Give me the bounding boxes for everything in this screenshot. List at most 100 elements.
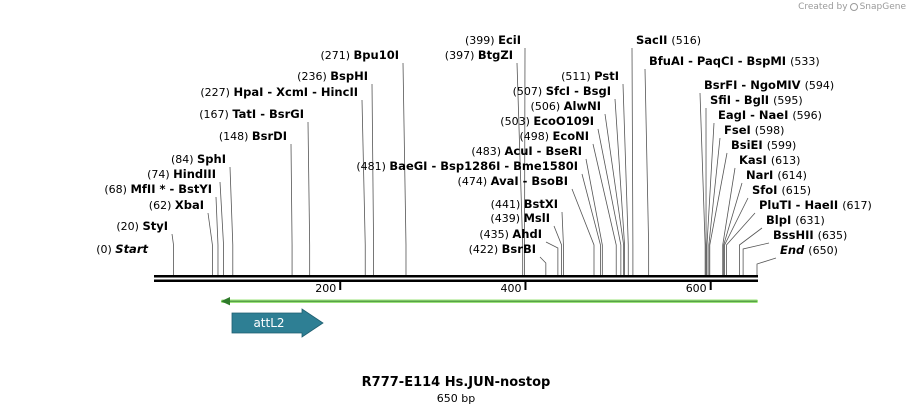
site-label[interactable]: (84) SphI xyxy=(171,152,226,166)
site-name: EciI xyxy=(498,33,521,47)
site-position: (439) xyxy=(490,212,523,225)
site-name: BfuAI - PaqCI - BspMI xyxy=(649,54,790,68)
site-connector xyxy=(307,121,311,275)
site-position: (483) xyxy=(471,145,504,158)
ruler-tick xyxy=(709,282,712,290)
site-connector xyxy=(739,227,763,275)
site-name: BlpI xyxy=(766,213,795,227)
site-label[interactable]: (503) EcoO109I xyxy=(500,114,594,128)
feature-arrow-icon[interactable] xyxy=(231,308,324,338)
site-label[interactable]: (68) MfII * - BstYI xyxy=(104,182,212,196)
site-name: FseI xyxy=(724,123,755,137)
site-position: (614) xyxy=(777,169,807,182)
site-label[interactable]: (506) AlwNI xyxy=(531,99,601,113)
map-subtitle: 650 bp xyxy=(436,392,476,405)
ruler-tick xyxy=(339,282,342,290)
site-label[interactable]: (236) BspHI xyxy=(297,69,368,83)
site-connector xyxy=(706,122,715,275)
site-name: End xyxy=(780,243,808,257)
site-label[interactable]: SfoI (615) xyxy=(752,183,811,197)
site-position: (481) xyxy=(356,160,389,173)
site-name: SfiI - BglI xyxy=(710,93,773,107)
site-label[interactable]: (511) PstI xyxy=(561,69,619,83)
site-position: (20) xyxy=(116,220,142,233)
credit-brand: SnapGene xyxy=(859,2,906,12)
site-name: XbaI xyxy=(175,198,204,212)
site-label[interactable]: (399) EciI xyxy=(465,33,521,47)
site-name: PluTI - HaeII xyxy=(759,198,842,212)
site-name: EcoNI xyxy=(553,129,589,143)
site-name: HindIII xyxy=(173,167,216,181)
site-position: (474) xyxy=(458,175,491,188)
feature-attl2[interactable]: attL2 xyxy=(231,308,324,338)
site-label[interactable]: End (650) xyxy=(780,243,838,257)
site-name: BsrDI xyxy=(252,129,287,143)
site-label[interactable]: KasI (613) xyxy=(739,153,800,167)
site-label[interactable]: (422) BsrBI xyxy=(469,242,536,256)
site-position: (594) xyxy=(805,79,835,92)
site-connector xyxy=(614,98,625,275)
site-name: KasI xyxy=(739,153,771,167)
site-connector xyxy=(585,158,603,275)
site-label[interactable]: BsrFI - NgoMIV (594) xyxy=(704,78,834,92)
site-connector xyxy=(581,173,601,275)
site-label[interactable]: SacII (516) xyxy=(636,33,701,47)
site-name: EagI - NaeI xyxy=(718,108,792,122)
site-connector xyxy=(545,241,559,275)
site-position: (68) xyxy=(104,183,130,196)
site-label[interactable]: (507) SfcI - BsgI xyxy=(513,84,611,98)
site-label[interactable]: (167) TatI - BsrGI xyxy=(199,107,304,121)
site-label[interactable]: EagI - NaeI (596) xyxy=(718,108,822,122)
site-name: EcoO109I xyxy=(533,114,594,128)
site-name: AvaI - BsoBI xyxy=(491,174,568,188)
site-connector xyxy=(622,83,629,275)
site-name: SphI xyxy=(197,152,226,166)
backbone-bottom-line xyxy=(154,279,758,282)
site-connector xyxy=(539,256,547,275)
site-name: BssHII xyxy=(773,228,818,242)
site-connector xyxy=(644,68,650,275)
site-name: BaeGI - Bsp1286I - Bme1580I xyxy=(389,159,578,173)
site-label[interactable]: BsiEI (599) xyxy=(731,138,796,152)
site-position: (498) xyxy=(519,130,552,143)
site-position: (599) xyxy=(767,139,797,152)
site-label[interactable]: NarI (614) xyxy=(746,168,807,182)
site-position: (507) xyxy=(513,85,546,98)
site-connector xyxy=(290,143,293,275)
site-connector xyxy=(597,128,622,275)
site-position: (511) xyxy=(561,70,594,83)
site-connector xyxy=(631,47,634,275)
site-label[interactable]: (62) XbaI xyxy=(149,198,204,212)
site-label[interactable]: (227) HpaI - XcmI - HincII xyxy=(200,85,358,99)
site-name: TatI - BsrGI xyxy=(232,107,304,121)
site-name: BtgZI xyxy=(478,48,513,62)
site-name: PstI xyxy=(594,69,619,83)
site-connector xyxy=(371,83,374,275)
site-label[interactable]: SfiI - BglI (595) xyxy=(710,93,803,107)
site-position: (596) xyxy=(792,109,822,122)
site-position: (613) xyxy=(771,154,801,167)
site-label[interactable]: (0) Start xyxy=(96,242,148,256)
site-label[interactable]: (148) BsrDI xyxy=(219,129,287,143)
site-label[interactable]: BssHII (635) xyxy=(773,228,847,242)
site-position: (397) xyxy=(445,49,478,62)
site-label[interactable]: (498) EcoNI xyxy=(519,129,589,143)
site-label[interactable]: (20) StyI xyxy=(116,219,168,233)
site-label[interactable]: (397) BtgZI xyxy=(445,48,513,62)
site-label[interactable]: BfuAI - PaqCI - BspMI (533) xyxy=(649,54,820,68)
site-label[interactable]: (74) HindIII xyxy=(147,167,216,181)
site-label[interactable]: (271) Bpu10I xyxy=(320,48,399,62)
site-name: Bpu10I xyxy=(354,48,399,62)
site-label[interactable]: PluTI - HaeII (617) xyxy=(759,198,872,212)
site-label[interactable]: (435) AhdI xyxy=(479,227,542,241)
site-label[interactable]: FseI (598) xyxy=(724,123,784,137)
site-label[interactable]: (474) AvaI - BsoBI xyxy=(458,174,568,188)
site-label[interactable]: (441) BstXI xyxy=(491,197,558,211)
site-connector xyxy=(219,181,224,275)
site-label[interactable]: (481) BaeGI - Bsp1286I - Bme1580I xyxy=(356,159,578,173)
site-label[interactable]: (439) MslI xyxy=(490,211,550,225)
site-position: (441) xyxy=(491,198,524,211)
site-label[interactable]: BlpI (631) xyxy=(766,213,825,227)
site-label[interactable]: (483) AcuI - BseRI xyxy=(471,144,582,158)
site-connector xyxy=(215,196,219,275)
